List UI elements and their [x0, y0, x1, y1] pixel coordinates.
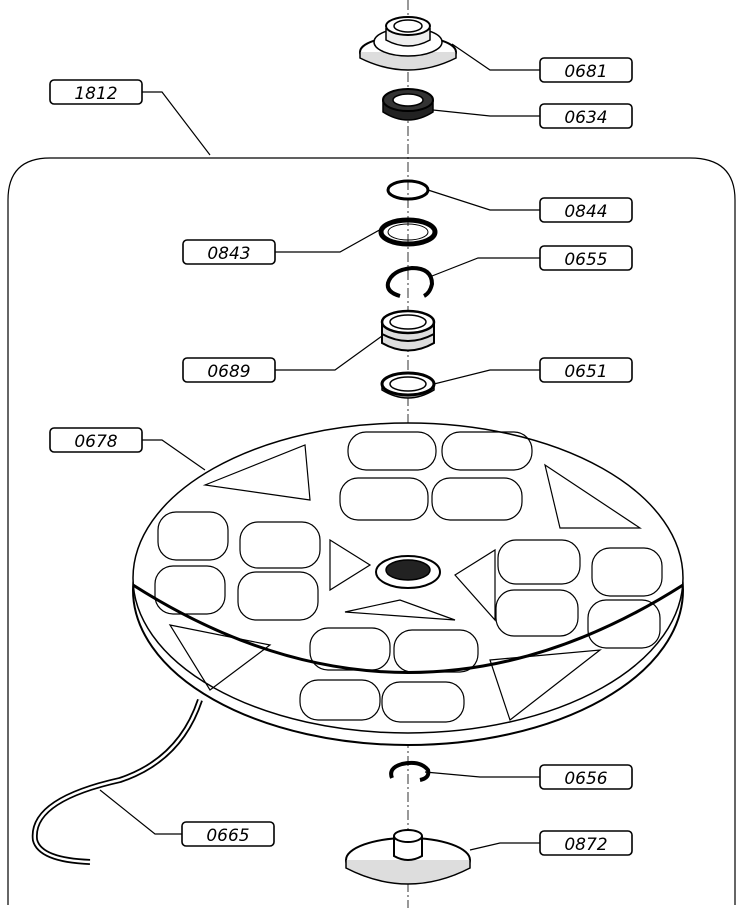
label-snap-ring-text: 0655 [564, 250, 607, 270]
label-washer: 0843 [182, 239, 276, 265]
bearing-part [382, 88, 434, 121]
label-spacer-ring: 0651 [539, 357, 633, 383]
nut-cap-part [359, 16, 457, 71]
label-lower-clip-text: 0656 [564, 769, 607, 789]
spacer-ring-part [380, 371, 436, 399]
label-bottom-hub: 0872 [539, 830, 633, 856]
label-bearing: 0634 [539, 103, 633, 129]
bushing-part [380, 309, 436, 352]
label-oring-text: 0844 [564, 202, 607, 222]
label-assembly: 1812 [49, 79, 143, 105]
label-snap-ring: 0655 [539, 245, 633, 271]
leader-lines [99, 43, 540, 851]
bottom-hub-part [345, 829, 471, 885]
label-hose-text: 0665 [206, 826, 249, 846]
label-spacer-ring-text: 0651 [564, 362, 607, 382]
label-disc-plate-text: 0678 [74, 432, 117, 452]
label-nut-cap-text: 0681 [564, 62, 607, 82]
label-lower-clip: 0656 [539, 764, 633, 790]
label-oring: 0844 [539, 197, 633, 223]
disc-plate-part [132, 422, 684, 746]
lower-clip-part [389, 760, 431, 782]
label-hose: 0665 [181, 821, 275, 847]
label-disc-plate: 0678 [49, 427, 143, 453]
label-washer-text: 0843 [207, 244, 250, 264]
assembly-boundary [7, 157, 736, 905]
hose-part [31, 699, 203, 865]
washer-part [378, 217, 438, 247]
label-assembly-text: 1812 [74, 84, 117, 104]
label-bearing-text: 0634 [564, 108, 607, 128]
label-nut-cap: 0681 [539, 57, 633, 83]
label-bushing: 0689 [182, 357, 276, 383]
label-bushing-text: 0689 [207, 362, 250, 382]
label-bottom-hub-text: 0872 [564, 835, 607, 855]
snap-ring-part [385, 265, 435, 298]
